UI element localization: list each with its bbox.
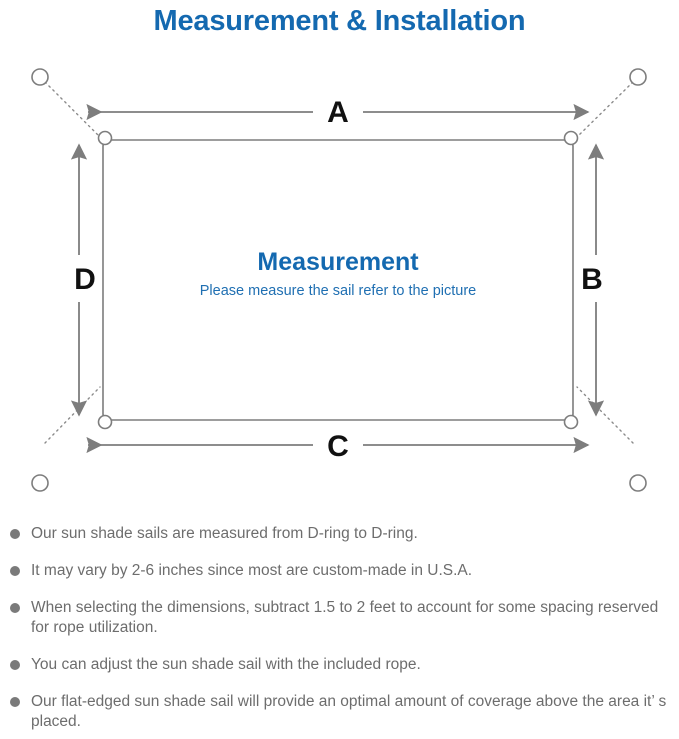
list-item: Our sun shade sails are measured from D-… — [0, 524, 667, 544]
notes-list: Our sun shade sails are measured from D-… — [0, 524, 679, 732]
list-item: When selecting the dimensions, subtract … — [0, 598, 667, 638]
list-item: You can adjust the sun shade sail with t… — [0, 655, 667, 675]
diagram-center-subtitle: Please measure the sail refer to the pic… — [200, 283, 476, 299]
rope-top-left — [44, 81, 101, 138]
note-text: When selecting the dimensions, subtract … — [31, 599, 659, 636]
anchor-ring-bottom-left — [31, 474, 49, 492]
shade-sail-measurement-diagram: A C D B Measurement Please measure the s… — [0, 42, 679, 522]
list-item: Our flat-edged sun shade sail will provi… — [0, 692, 667, 732]
sail-rectangle — [102, 139, 574, 421]
list-item: It may vary by 2-6 inches since most are… — [0, 561, 667, 581]
bullet-icon — [10, 697, 20, 707]
note-text: You can adjust the sun shade sail with t… — [31, 656, 421, 673]
dimension-label-top: A — [327, 96, 349, 129]
d-ring-bottom-left — [97, 414, 113, 430]
anchor-ring-top-right — [629, 68, 647, 86]
bullet-icon — [10, 529, 20, 539]
diagram-center-title: Measurement — [257, 248, 419, 276]
bullet-icon — [10, 603, 20, 613]
note-text: Our sun shade sails are measured from D-… — [31, 525, 418, 542]
anchor-ring-top-left — [31, 68, 49, 86]
d-rings — [97, 130, 579, 430]
d-ring-top-left — [97, 130, 113, 146]
rope-bottom-right — [576, 386, 634, 444]
rope-bottom-left — [44, 386, 101, 444]
anchor-rings — [31, 68, 647, 492]
note-text: It may vary by 2-6 inches since most are… — [31, 562, 473, 579]
bullet-icon — [10, 660, 20, 670]
dimension-label-right: B — [581, 263, 603, 296]
d-ring-bottom-right — [563, 414, 579, 430]
dimension-label-left: D — [74, 263, 96, 296]
rope-top-right — [576, 81, 634, 138]
d-ring-top-right — [563, 130, 579, 146]
page-title: Measurement & Installation — [153, 4, 526, 37]
anchor-ring-bottom-right — [629, 474, 647, 492]
bullet-icon — [10, 566, 20, 576]
note-text: Our flat-edged sun shade sail will provi… — [31, 693, 667, 730]
dimension-label-bottom: C — [327, 430, 349, 463]
